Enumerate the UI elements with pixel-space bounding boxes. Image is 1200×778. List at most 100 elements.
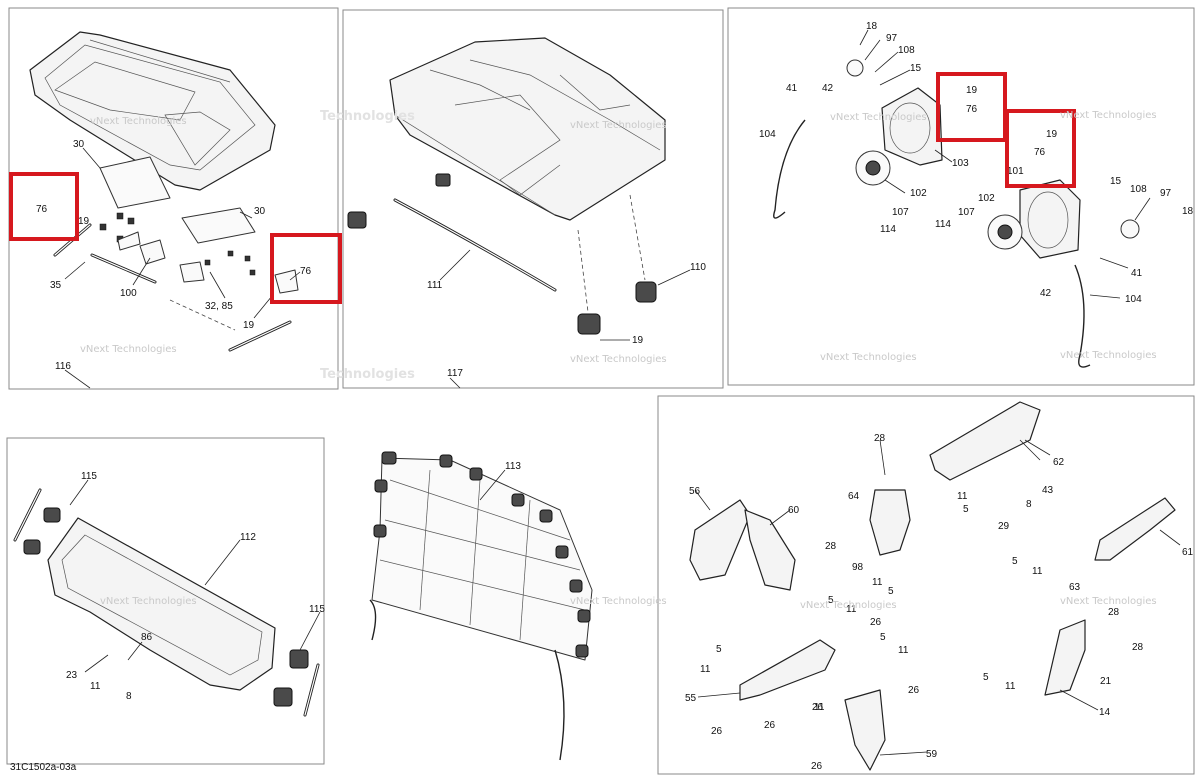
svg-text:vNext Technologies: vNext Technologies [80,344,177,355]
callout: 98 [852,562,864,573]
svg-text:Technologies: Technologies [320,367,415,382]
svg-text:vNext Technologies: vNext Technologies [1060,110,1157,121]
callout: 115 [81,471,97,482]
callout: 114 [935,219,951,230]
callout: 108 [1130,184,1147,195]
callout: 28 [874,433,886,444]
callout: 97 [886,33,898,44]
callout: 76 [300,266,312,277]
callout: 114 [880,224,896,235]
callout: 11 [957,491,968,502]
panel-rear-window: 115 112 86 23 11 8 115 [6,437,325,765]
callout: 8 [126,691,132,702]
trim-55 [739,639,836,701]
panel-speakers: 18 97 108 15 41 42 19 76 104 103 19 76 1… [727,7,1195,386]
callout: 112 [240,532,256,543]
callout: 11 [898,645,909,656]
callout: 59 [926,749,938,760]
callout: 5 [983,672,989,683]
callout: 11 [90,681,101,692]
highlight-box [936,72,1007,142]
callout: 28 [1108,607,1120,618]
callout: 19 [966,85,978,96]
callout: 11 [1005,681,1016,692]
callout: 11 [814,702,825,713]
trim-62 [929,401,1041,481]
highlight-box [9,172,79,241]
callout: 28 [1132,642,1144,653]
callout: 8 [1026,499,1032,510]
callout: 26 [812,702,824,713]
callout: 113 [505,461,521,472]
callout: 18 [1182,206,1194,217]
panel-label: 117 [447,368,463,379]
panel-roof-cap: 30 76 19 35 100 30 76 32, 85 19 116 [8,7,342,390]
callout: 26 [711,726,723,737]
callout: 62 [1053,457,1065,468]
callout: 102 [978,193,995,204]
callout: 15 [910,63,922,74]
callout: 11 [846,604,857,615]
callout: 97 [1160,188,1172,199]
callout: 102 [910,188,927,199]
trim-64 [869,489,911,556]
callout: 104 [759,129,776,140]
trim-59 [844,689,886,771]
diagram-code: 31C1502a-03a [10,762,77,773]
rear-window-frame [47,517,276,691]
callout: 29 [998,521,1010,532]
svg-text:vNext Technologies: vNext Technologies [90,116,187,127]
trim-60 [744,509,796,591]
callout: 63 [1069,582,1081,593]
callout: 15 [1110,176,1122,187]
highlight-box [270,233,342,304]
callout: 107 [958,207,975,218]
callout: 104 [1125,294,1142,305]
callout: 101 [1007,166,1024,177]
callout: 5 [716,644,722,655]
callout: 56 [689,486,701,497]
callout: 5 [828,595,834,606]
callout: 32, 85 [205,301,233,312]
callout: 100 [120,288,137,299]
callout: 42 [822,83,834,94]
callout: 14 [1099,707,1111,718]
panel-trim: 28 62 56 60 64 11 5 43 8 28 29 98 61 11 … [657,395,1195,775]
svg-text:vNext Technologies: vNext Technologies [100,596,197,607]
callout: 21 [1100,676,1112,687]
panel-roof: 111 110 19 117 [342,9,724,389]
callout: 5 [888,586,894,597]
callout: 60 [788,505,800,516]
svg-text:vNext Technologies: vNext Technologies [570,354,667,365]
callout: 11 [1032,566,1043,577]
callout: 5 [880,632,886,643]
callout: 23 [66,670,78,681]
callout: 26 [811,761,823,772]
svg-text:vNext Technologies: vNext Technologies [820,352,917,363]
storage-lid-right [181,207,256,244]
callout: 103 [952,158,969,169]
callout: 107 [892,207,909,218]
callout: 76 [1034,147,1046,158]
svg-text:vNext Technologies: vNext Technologies [1060,350,1157,361]
trim-56 [689,499,751,581]
callout: 42 [1040,288,1052,299]
svg-text:vNext Technologies: vNext Technologies [800,600,897,611]
callout: 55 [685,693,697,704]
speaker-housing-left [881,87,943,166]
callout: 19 [1046,129,1058,140]
callout: 26 [870,617,882,628]
svg-text:Technologies: Technologies [320,109,415,124]
callout: 11 [872,577,883,588]
callout: 30 [254,206,266,217]
callout: 30 [73,139,85,150]
callout: 86 [141,632,153,643]
callout: 76 [966,104,978,115]
trim-61 [1094,497,1176,561]
callout: 26 [908,685,920,696]
callout: 111 [427,280,443,291]
callout: 19 [243,320,255,331]
callout: 19 [632,335,644,346]
callout: 28 [825,541,837,552]
callout: 43 [1042,485,1054,496]
